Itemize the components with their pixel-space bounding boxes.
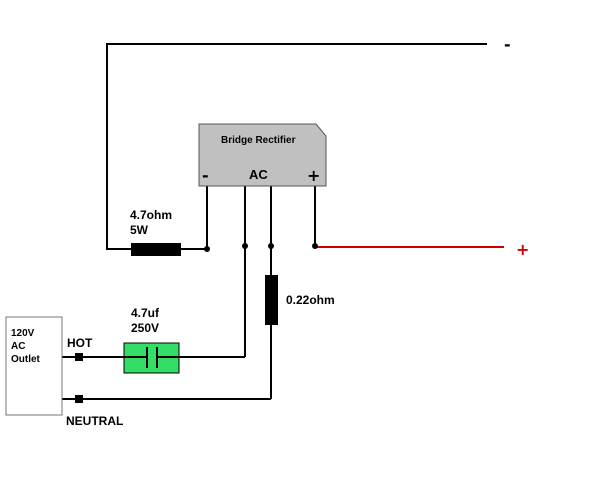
rectifier-plus-label: + (307, 166, 320, 185)
junction-plus (312, 243, 318, 249)
negative-output-label: - (504, 35, 511, 54)
junction-dots (204, 243, 318, 252)
neutral-terminal (75, 395, 83, 403)
capacitor (123, 342, 180, 374)
hot-terminal (75, 353, 83, 361)
resistor-5w (131, 243, 181, 256)
outlet-line1: 120V (11, 328, 35, 339)
positive-output-label: + (516, 240, 529, 259)
capacitor-value: 4.7uf (131, 306, 160, 320)
junction-ac2 (268, 243, 274, 249)
junction-minus (204, 246, 210, 252)
wires (62, 43, 487, 400)
resistor-5w-value: 4.7ohm (130, 208, 172, 222)
rectifier-ac-label: AC (249, 167, 268, 182)
ac-outlet: 120V AC Outlet (5, 316, 63, 416)
resistor-small (265, 275, 278, 325)
bridge-rectifier: Bridge Rectifier - AC + (198, 123, 327, 187)
capacitor-rating: 250V (131, 321, 159, 335)
rectifier-title: Bridge Rectifier (221, 135, 296, 146)
junction-ac1 (242, 243, 248, 249)
rectifier-minus-label: - (202, 166, 209, 185)
outlet-line3: Outlet (11, 354, 41, 365)
resistor-5w-rating: 5W (130, 223, 149, 237)
neutral-label: NEUTRAL (66, 414, 123, 428)
hot-label: HOT (67, 336, 93, 350)
negative-output-wire (106, 43, 487, 250)
resistor-small-value: 0.22ohm (286, 293, 335, 307)
outlet-line2: AC (11, 341, 25, 352)
